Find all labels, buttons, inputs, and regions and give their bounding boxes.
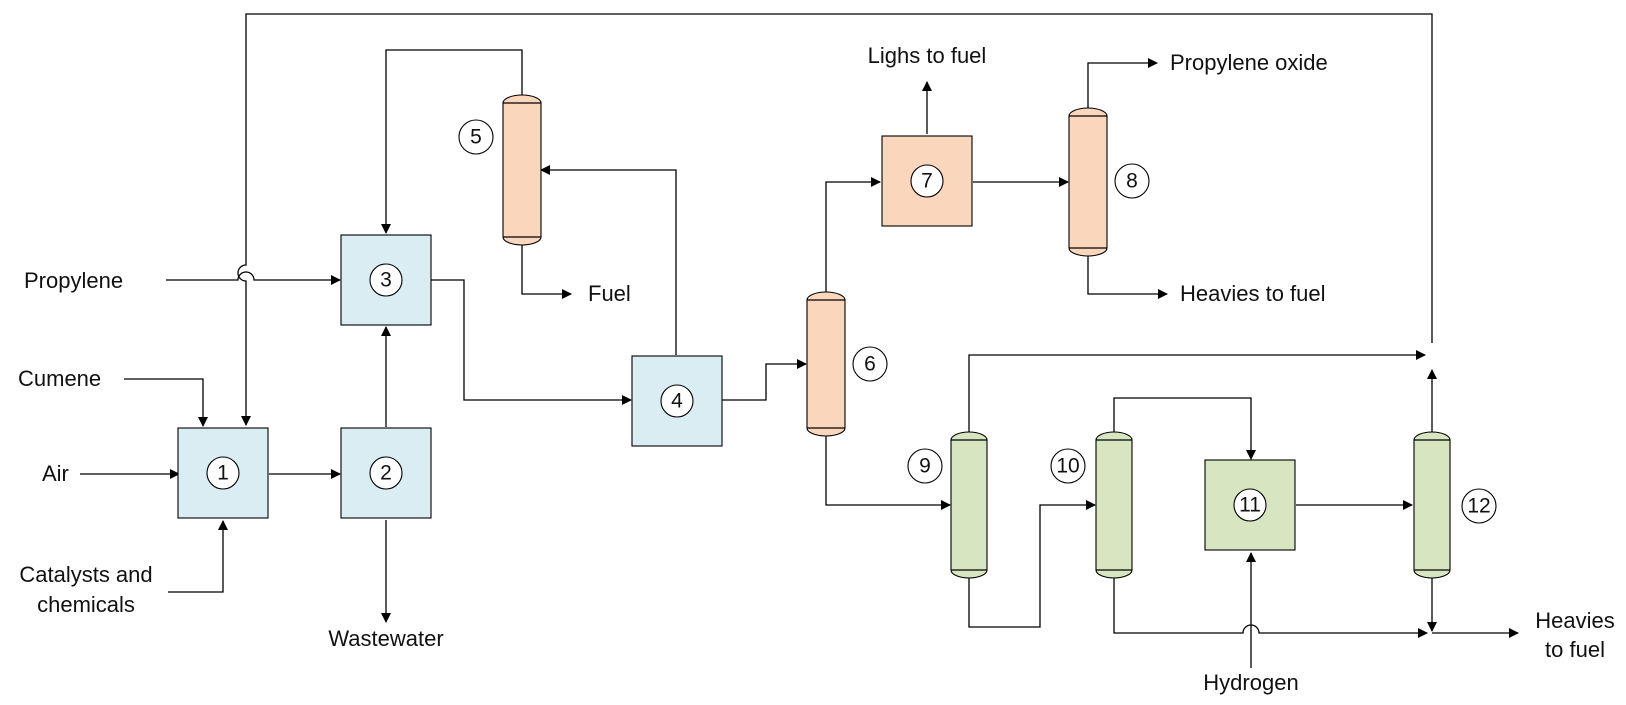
catalysts-line — [168, 520, 228, 593]
propylene-label: Propylene — [24, 268, 123, 293]
unit-11: 11 — [1204, 459, 1296, 551]
column-8: 8 — [1068, 107, 1150, 257]
unit-1-label: 1 — [217, 462, 229, 485]
lights-to-fuel-label: Lighs to fuel — [868, 43, 987, 68]
line-5-top-to-3 — [381, 49, 523, 234]
column-9-badge — [907, 448, 943, 484]
column-12: 12 — [1413, 431, 1497, 579]
line-9-top-to-12 — [968, 350, 1426, 432]
line-4-to-5 — [540, 165, 677, 355]
unit-7-badge — [910, 164, 944, 198]
column-8-badge — [1114, 163, 1150, 199]
air-label: Air — [42, 461, 69, 486]
column-10: 10 — [1050, 431, 1133, 579]
line-3-to-4 — [431, 279, 632, 405]
column-12-badge — [1461, 488, 1497, 524]
fuel-label: Fuel — [588, 281, 631, 306]
final-heavies-label-line1: Heavies — [1535, 608, 1614, 633]
unit-3-label: 3 — [380, 269, 392, 292]
column-6-shell — [806, 291, 846, 437]
unit-2-badge — [369, 456, 403, 490]
unit-4-badge — [660, 384, 694, 418]
column-6: 6 — [806, 291, 888, 437]
unit-11-badge — [1233, 488, 1267, 522]
unit-2-label: 2 — [380, 462, 392, 485]
column-6-label: 6 — [864, 353, 876, 376]
column-5-shell — [502, 94, 542, 246]
unit-4-label: 4 — [671, 390, 683, 413]
final-heavies-label-line2: to fuel — [1545, 637, 1605, 662]
cumene-label: Cumene — [18, 366, 101, 391]
unit-7-label: 7 — [921, 170, 933, 193]
heavies-to-fuel-label: Heavies to fuel — [1180, 281, 1326, 306]
column-10-badge — [1050, 448, 1086, 484]
unit-4: 4 — [631, 355, 723, 447]
column-12-shell — [1413, 431, 1451, 579]
line-10-bottom-to-heavies — [1113, 578, 1428, 638]
column-5: 5 — [458, 94, 542, 246]
column-9: 9 — [907, 431, 988, 579]
unit-7: 7 — [881, 135, 973, 227]
line-6-to-7 — [825, 177, 881, 292]
stream-lines — [80, 13, 1519, 668]
line-10-top-to-11 — [1113, 397, 1256, 460]
propylene-oxide-label: Propylene oxide — [1170, 50, 1328, 75]
stream-labels: Propylene Cumene Air Catalysts and chemi… — [18, 43, 1615, 695]
column-10-shell — [1095, 431, 1133, 579]
column-6-badge — [852, 346, 888, 382]
column-9-shell — [950, 431, 988, 579]
column-8-label: 8 — [1126, 170, 1138, 193]
line-4-to-6 — [722, 359, 807, 401]
unit-1-badge — [206, 456, 240, 490]
hydrogen-label: Hydrogen — [1203, 670, 1298, 695]
unit-11-label: 11 — [1239, 494, 1261, 517]
wastewater-label: Wastewater — [328, 626, 443, 651]
unit-3-badge — [369, 263, 403, 297]
recycle-line-12-to-1 — [237, 13, 1433, 426]
line-8-to-propylene-oxide — [1087, 58, 1158, 108]
column-8-shell — [1068, 107, 1108, 257]
column-12-label: 12 — [1467, 495, 1490, 518]
unit-2: 2 — [340, 427, 432, 519]
column-10-label: 10 — [1056, 455, 1079, 478]
propylene-line — [166, 271, 341, 285]
line-5-to-fuel — [521, 245, 572, 299]
column-5-label: 5 — [470, 126, 482, 149]
catalysts-label-line2: chemicals — [37, 592, 135, 617]
catalysts-label-line1: Catalysts and — [19, 562, 152, 587]
cumene-line — [124, 378, 208, 427]
line-6-to-9 — [825, 436, 951, 510]
unit-1: 1 — [177, 427, 269, 519]
unit-3: 3 — [340, 234, 432, 326]
line-9-to-10 — [968, 500, 1096, 628]
column-9-label: 9 — [919, 455, 931, 478]
line-8-to-heavies — [1087, 256, 1168, 299]
column-5-badge — [458, 119, 494, 155]
